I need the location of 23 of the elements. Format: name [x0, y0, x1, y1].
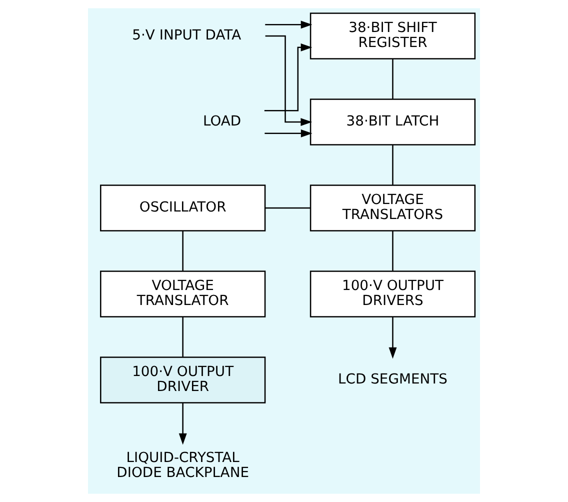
node-box: 38·BIT SHIFT REGISTER — [310, 12, 476, 60]
connector — [392, 145, 394, 185]
node-box: OSCILLATOR — [100, 184, 266, 232]
node-box: 38·BIT LATCH — [310, 98, 476, 146]
node-box: VOLTAGE TRANSLATOR — [100, 270, 266, 318]
node-text: LIQUID-CRYSTAL DIODE BACKPLANE — [116, 450, 250, 482]
connector — [265, 207, 310, 209]
arrow — [265, 35, 312, 126]
arrow — [178, 403, 187, 445]
node-box: 100·V OUTPUT DRIVERS — [310, 270, 476, 318]
connector — [392, 59, 394, 99]
arrow — [264, 43, 312, 112]
arrow — [264, 129, 312, 138]
node-text: LOAD — [202, 114, 242, 130]
arrow — [265, 20, 312, 29]
node-text: LCD SEGMENTS — [338, 372, 448, 388]
node-box: VOLTAGE TRANSLATORS — [310, 184, 476, 232]
node-box: 100·V OUTPUT DRIVER — [100, 356, 266, 404]
arrow — [388, 317, 397, 359]
connector — [182, 231, 184, 271]
node-text: 5·V INPUT DATA — [132, 28, 242, 44]
connector — [392, 231, 394, 271]
connector — [182, 317, 184, 357]
